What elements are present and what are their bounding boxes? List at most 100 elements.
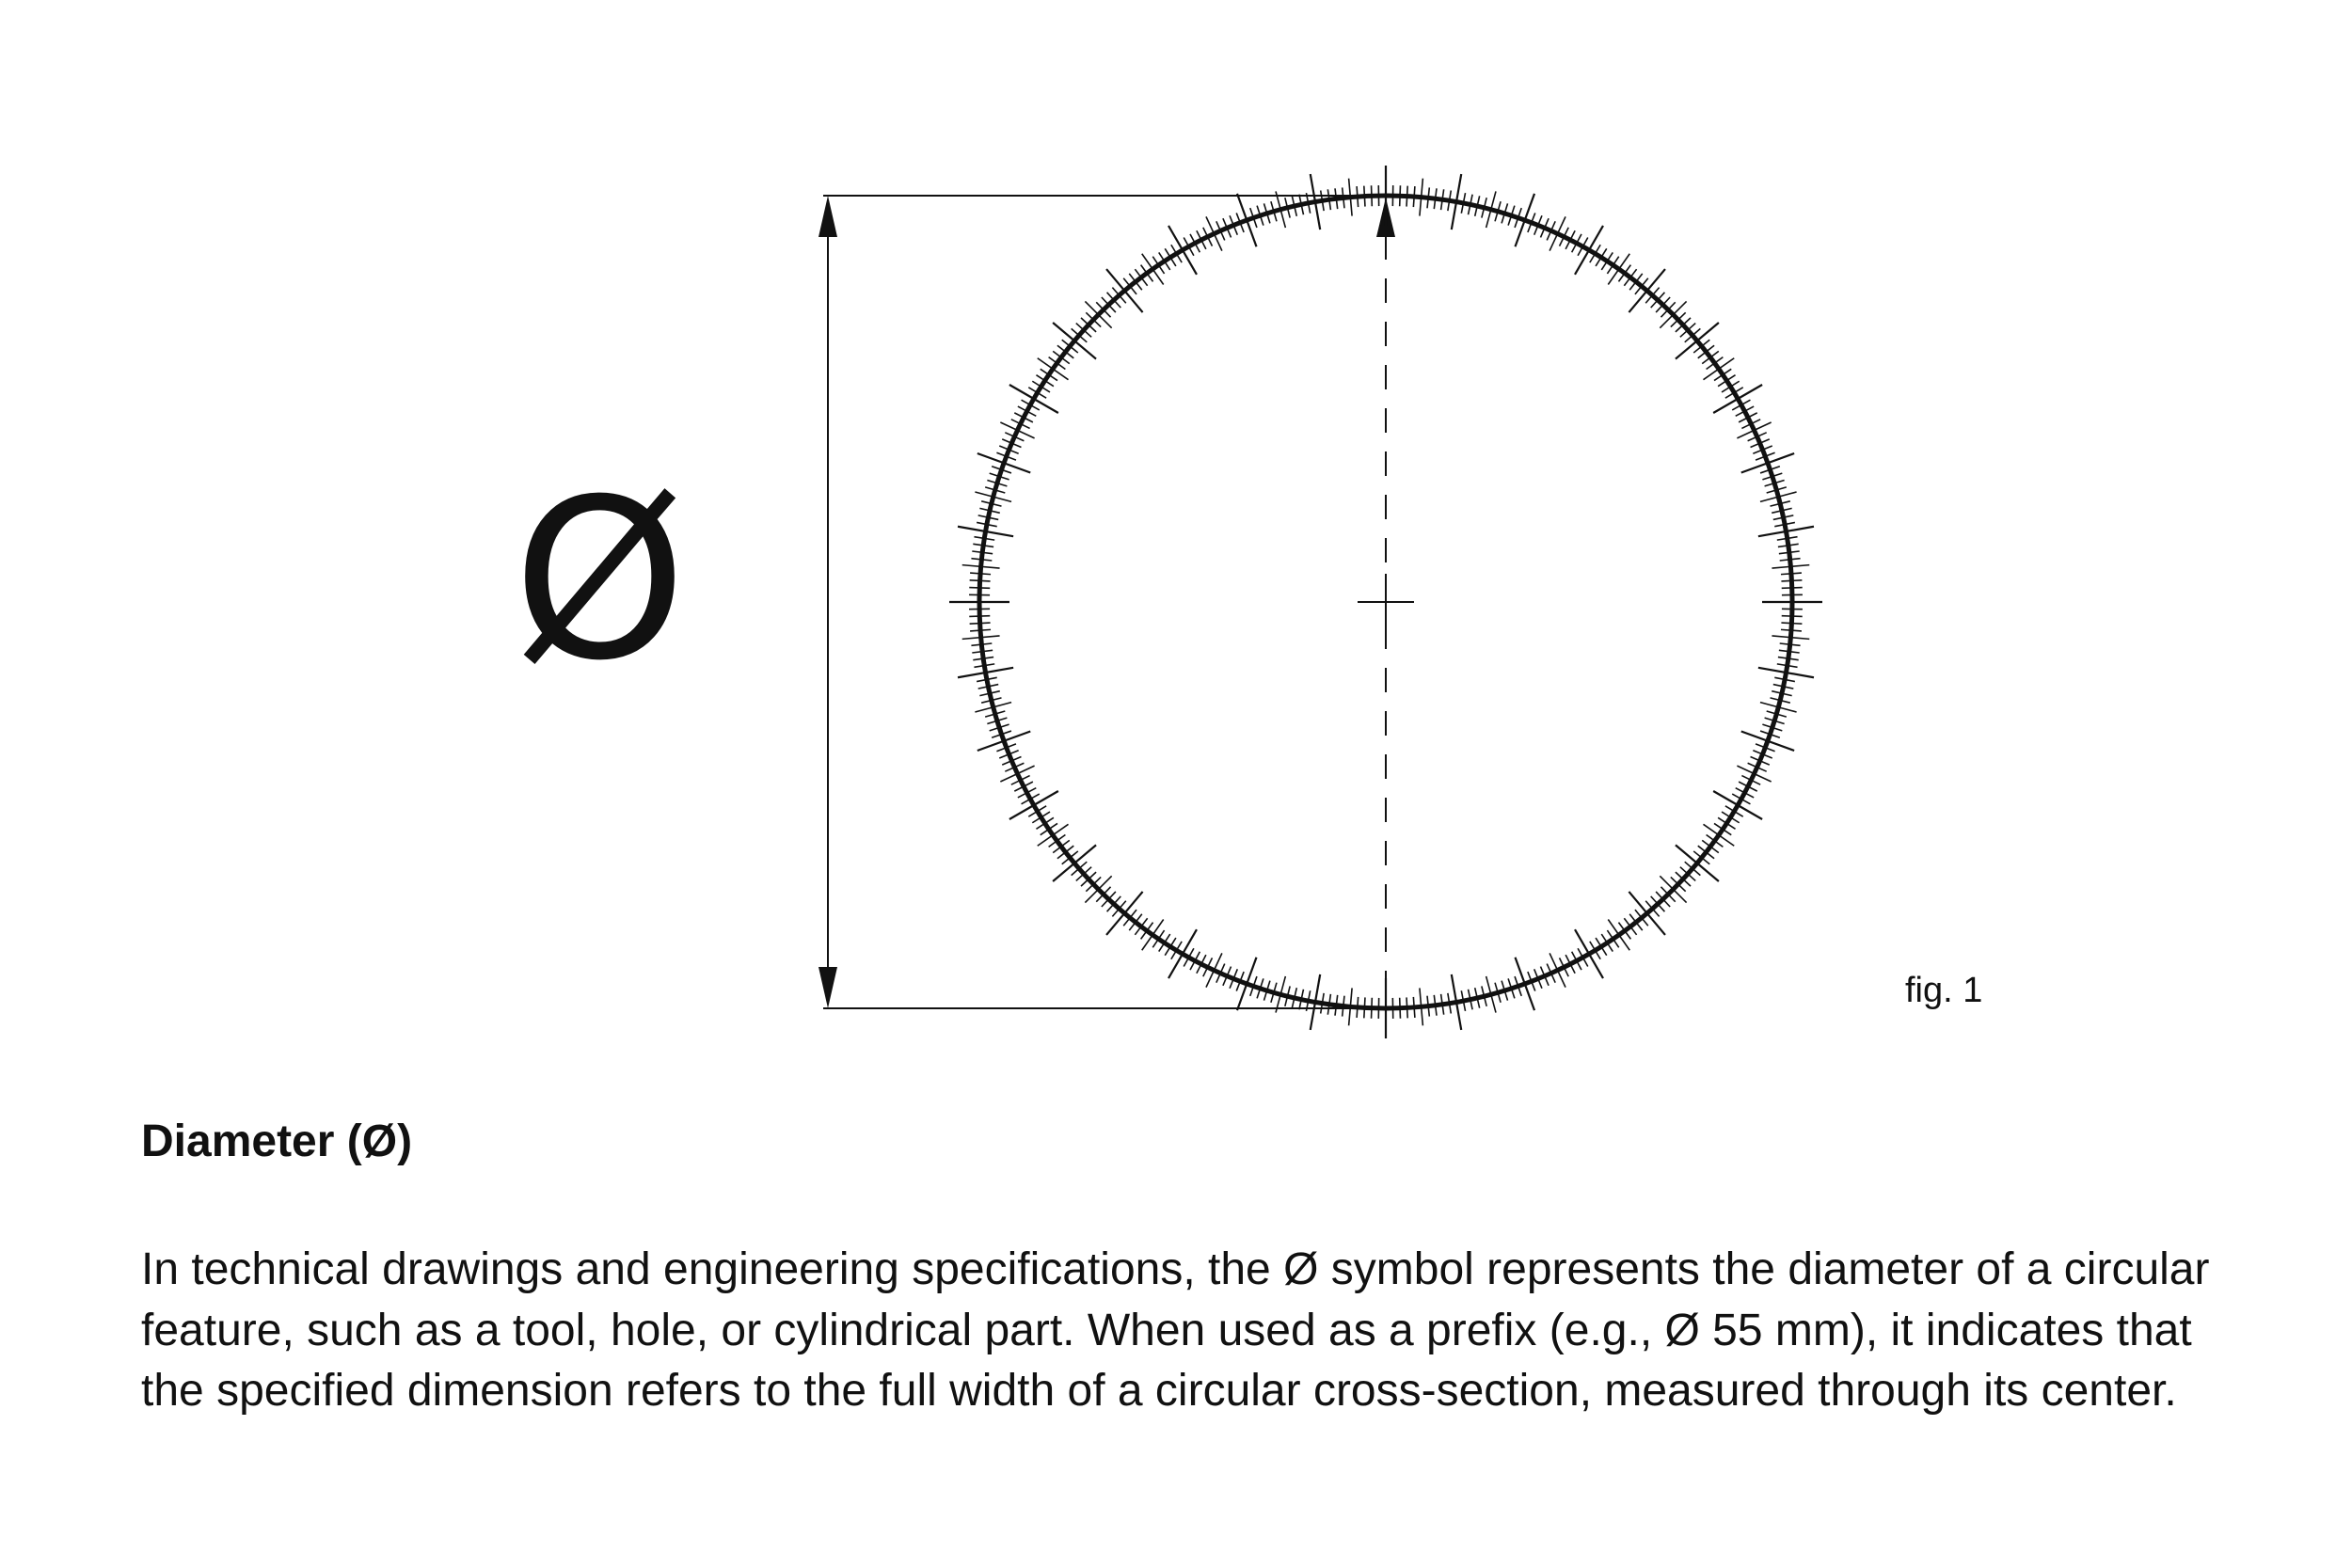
circle-tick (1779, 642, 1801, 647)
circle-tick (1027, 387, 1047, 399)
circle-tick (1774, 521, 1796, 528)
circle-tick (1196, 954, 1207, 974)
circle-tick (1222, 966, 1232, 987)
circle-tick (977, 730, 1031, 752)
circle-tick (1075, 322, 1092, 338)
circle-tick (1660, 886, 1677, 903)
circle-tick (1712, 384, 1763, 414)
circle-tick (1412, 996, 1416, 1018)
circle-tick (1776, 663, 1798, 669)
circle-tick (1298, 194, 1305, 215)
circle-tick (1570, 233, 1582, 253)
circle-tick (1757, 525, 1815, 538)
circle-tick (1735, 786, 1755, 799)
circle-tick (1356, 186, 1359, 208)
circle-tick (1341, 995, 1345, 1017)
circle-tick (996, 743, 1017, 752)
circle-tick (1660, 301, 1677, 318)
circle-tick (1772, 507, 1792, 515)
circle-tick (1650, 895, 1666, 912)
circle-tick (1494, 200, 1502, 222)
circle-tick (1634, 277, 1649, 295)
circle-tick (1606, 929, 1620, 948)
circle-tick (1139, 264, 1154, 282)
circle-tick (1467, 989, 1473, 1010)
circle-tick (1080, 871, 1097, 887)
circle-tick (1080, 317, 1097, 333)
circle-tick (1433, 994, 1438, 1016)
circle-tick (1623, 268, 1638, 287)
circle-tick (1071, 327, 1088, 343)
diameter-figure (818, 166, 1822, 1038)
circle-tick (1577, 947, 1589, 967)
circle-tick (1741, 419, 1761, 430)
circle-tick (1703, 357, 1735, 381)
circle-tick (1013, 412, 1034, 423)
circle-tick (969, 586, 991, 590)
circle-tick (1105, 268, 1144, 313)
circle-tick (1781, 622, 1803, 625)
circle-tick (1772, 683, 1794, 689)
circle-tick (1629, 913, 1644, 931)
circle-tick (1419, 178, 1424, 216)
circle-tick (973, 656, 994, 661)
circle-tick (998, 749, 1019, 759)
circle-tick (1061, 850, 1079, 865)
circle-tick (991, 730, 1012, 738)
circle-tick (1216, 220, 1226, 241)
circle-tick (1398, 185, 1402, 207)
circle-tick (1249, 207, 1258, 229)
circle-tick (957, 666, 1014, 679)
circle-tick (1740, 730, 1795, 752)
circle-tick (1334, 188, 1339, 210)
circle-tick (1473, 988, 1481, 1008)
circle-tick (1021, 793, 1041, 805)
circle-tick (1679, 866, 1696, 882)
circle-tick (1040, 822, 1058, 836)
circle-tick (1363, 997, 1366, 1019)
circle-tick (1753, 445, 1773, 455)
circle-tick (1737, 765, 1772, 783)
circle-tick (1750, 755, 1771, 766)
circle-tick (1675, 322, 1720, 360)
circle-tick (1048, 356, 1066, 371)
circle-tick (1263, 980, 1271, 1001)
circle-tick (1057, 344, 1074, 359)
circle-tick (1450, 173, 1463, 230)
circle-tick (989, 723, 1009, 732)
circle-tick (1741, 774, 1761, 785)
circle-tick (1040, 368, 1058, 382)
circle-tick (1009, 790, 1059, 820)
circle-tick (1595, 247, 1608, 267)
circle-tick (1334, 994, 1339, 1016)
circle-tick (1284, 197, 1291, 218)
circle-tick (1433, 188, 1438, 210)
circle-tick (1398, 997, 1402, 1019)
circle-tick (1202, 958, 1214, 977)
circle-tick (1629, 273, 1644, 291)
circle-tick (976, 676, 997, 683)
circle-tick (989, 472, 1009, 481)
circle-tick (1779, 557, 1801, 562)
circle-tick (1122, 277, 1137, 295)
circle-tick (1724, 387, 1744, 399)
circle-tick (1766, 710, 1788, 718)
circle-tick (970, 572, 992, 576)
circle-tick (972, 550, 993, 555)
circle-tick (1675, 871, 1692, 887)
circle-tick (975, 491, 1012, 503)
circle-tick (1370, 185, 1374, 207)
circle-tick (1084, 875, 1113, 904)
circle-tick (1777, 656, 1799, 661)
circle-tick (1697, 845, 1715, 860)
circle-tick (1189, 951, 1201, 971)
circle-tick (1183, 237, 1195, 257)
circle-tick (1645, 900, 1661, 917)
circle-tick (1645, 287, 1661, 304)
circle-tick (1675, 317, 1692, 333)
section-heading: Diameter (Ø) (141, 1117, 413, 1166)
circle-tick (1507, 978, 1516, 999)
circle-tick (1628, 891, 1666, 936)
circle-tick (1235, 971, 1245, 991)
circle-tick (1655, 296, 1671, 313)
